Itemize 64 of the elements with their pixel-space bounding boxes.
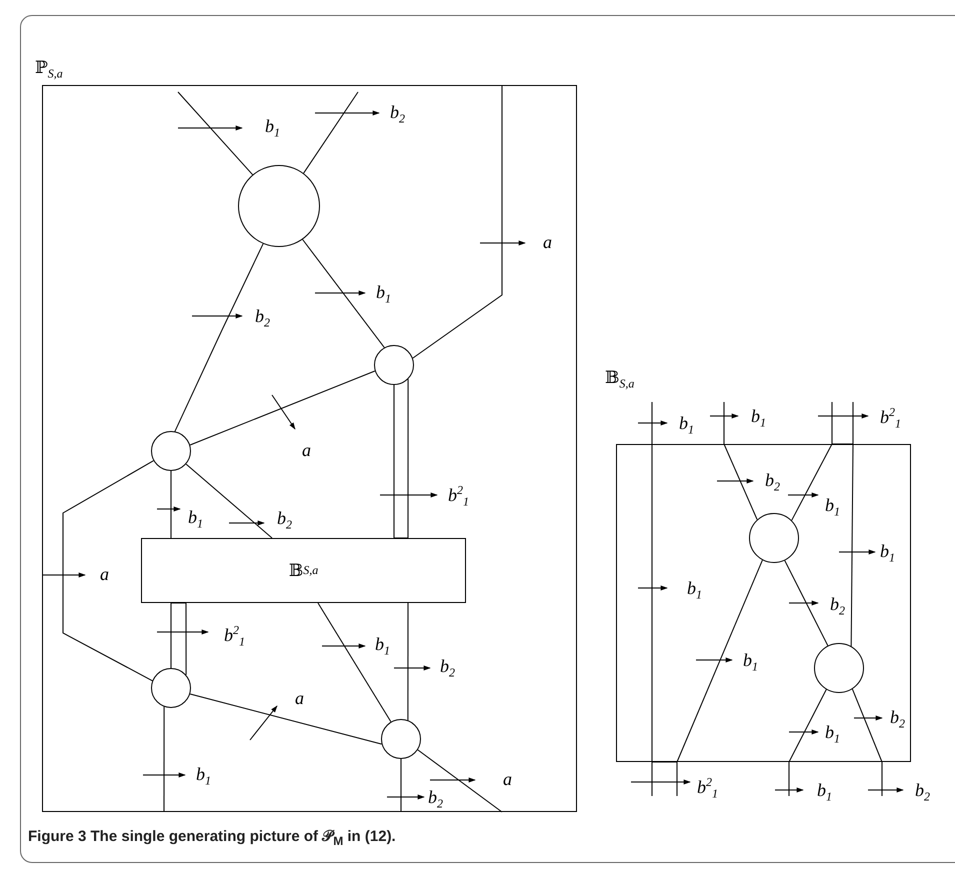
wire-line	[186, 464, 272, 538]
edge-label: b$_{1}$	[188, 507, 203, 533]
edge-label: b$_{1}$	[817, 780, 832, 806]
edge-label: b$_{1}$	[825, 722, 840, 748]
wire-line	[784, 560, 828, 646]
circle-node	[749, 513, 799, 563]
edge-label: b$_{2}$	[390, 102, 405, 128]
edge-label: b$_{1}$	[880, 541, 895, 567]
edge-label: b$_{1}$	[376, 282, 391, 308]
wire-line	[832, 402, 854, 444]
circle-node	[151, 668, 191, 708]
wire-line	[174, 243, 264, 432]
wire-line	[652, 762, 678, 796]
edge-label: b$_{1}$	[751, 406, 766, 432]
wire-line	[62, 460, 154, 682]
edge-label: b$_{1}$	[265, 116, 280, 142]
wire-line	[791, 444, 832, 521]
wire-line	[400, 758, 402, 812]
edge-label: b$_{2}$	[428, 787, 443, 813]
edge-label: b$_{2}$	[255, 306, 270, 332]
edge-label: a	[100, 564, 109, 584]
edge-label: b$_{2}$	[765, 470, 780, 496]
wire-line	[178, 92, 254, 176]
edge-label: b$_{2}$	[915, 780, 930, 806]
wire-line	[302, 239, 385, 348]
edge-label: b$_{2}$	[890, 707, 905, 733]
wire-line	[394, 378, 409, 538]
wire-line	[170, 602, 187, 676]
diagram-heading: 𝔹$_{S,a}$	[605, 368, 634, 392]
wire-line	[676, 560, 763, 762]
wire-line	[303, 92, 358, 174]
circle-node	[381, 719, 421, 759]
circle-node	[151, 431, 191, 471]
circle-node	[814, 643, 864, 693]
wire-line	[407, 602, 408, 721]
wire-line	[788, 762, 790, 796]
wire-line	[724, 444, 758, 520]
wire-line	[417, 749, 502, 812]
wire-line	[850, 444, 854, 647]
edge-label: b$_{1}$	[825, 495, 840, 521]
wire-line	[190, 370, 376, 446]
wire-line	[190, 694, 382, 745]
diagram-heading: ℙ$_{S,a}$	[35, 58, 63, 82]
edge-label: a	[295, 688, 304, 708]
figure-caption: Figure 3 The single generating picture of 𝒫$_{M}$ in (12).	[28, 828, 396, 848]
edge-label: b$_{1}$	[687, 578, 702, 604]
wire-line	[852, 688, 882, 762]
wire-line	[164, 706, 165, 812]
wire-line	[318, 602, 392, 722]
edge-label: b$_{2}$	[440, 656, 455, 682]
edge-label: a	[302, 440, 311, 460]
edge-label: b$_{2}$	[830, 594, 845, 620]
circle-node	[374, 345, 414, 385]
edge-label: a	[543, 232, 552, 252]
edge-label: b$_{1}$	[375, 634, 390, 660]
wire-line	[412, 84, 502, 359]
circle-node	[238, 165, 320, 247]
edge-label: b$_{1}$	[679, 413, 694, 439]
wire-line	[788, 689, 827, 762]
edge-label: a	[503, 769, 512, 789]
edge-label: b$_{1}$	[196, 764, 211, 790]
edge-label: b$_{1}$	[743, 650, 758, 676]
edge-label: b$_{2}$	[277, 508, 292, 534]
wire-line	[170, 470, 172, 538]
